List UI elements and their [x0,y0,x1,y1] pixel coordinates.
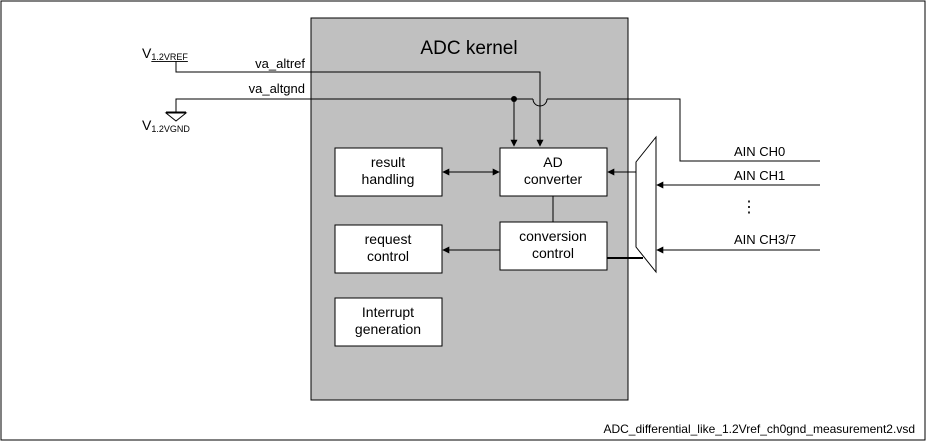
adc-kernel-title: ADC kernel [420,38,517,59]
ain-ch0-label: AIN CH0 [734,144,785,159]
ground-icon [164,111,188,122]
junction-dot [511,96,517,102]
interrupt-generation-block [334,297,443,347]
ain-ellipsis: ⋮ [741,199,757,216]
vgnd-label: V1.2VGND [142,117,190,134]
request-control-block [334,224,443,274]
altgnd-wire [175,98,533,112]
result-handling-block [334,147,443,197]
file-name-caption: ADC_differential_like_1.2Vref_ch0gnd_mea… [603,422,915,436]
vref-label: V1.2VREF [142,45,188,62]
ad-converter-block [499,147,608,197]
altgnd-wire-right [547,98,820,162]
altgnd-jumper [532,98,548,107]
altref-label: va_altref [255,56,305,71]
ain-ch1-label: AIN CH1 [734,168,785,183]
altgnd-label: va_altgnd [249,81,305,96]
input-multiplexer [635,135,657,274]
conversion-control-block [499,221,608,271]
ain-ch3-label: AIN CH3/7 [734,232,796,247]
